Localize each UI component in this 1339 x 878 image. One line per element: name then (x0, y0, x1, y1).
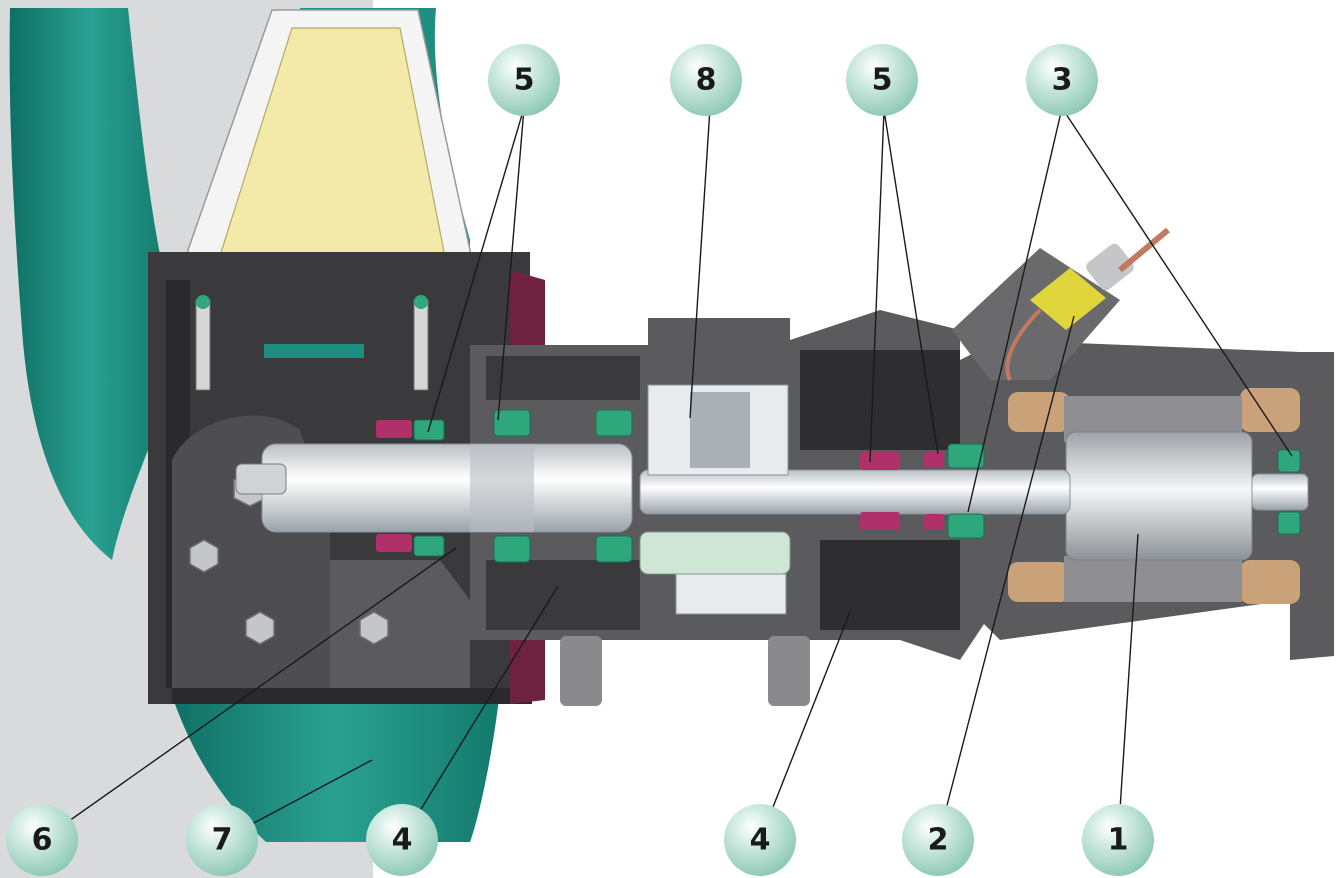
callout-6: 6 (6, 804, 78, 876)
callout-label: 5 (514, 63, 535, 98)
callout-5-top-left: 5 (488, 44, 560, 116)
callout-4-left: 4 (366, 804, 438, 876)
callout-label: 6 (32, 823, 53, 858)
callout-4-right: 4 (724, 804, 796, 876)
callout-label: 4 (750, 823, 771, 858)
sensor-unit (952, 227, 1170, 381)
mount-bolts (195, 295, 429, 391)
callout-3: 3 (1026, 44, 1098, 116)
callout-label: 2 (928, 823, 949, 858)
gear-train (639, 384, 791, 615)
callout-label: 1 (1108, 823, 1129, 858)
callout-2: 2 (902, 804, 974, 876)
drive-shaft (235, 443, 1309, 533)
bearings (413, 409, 1301, 563)
callout-5-top-right: 5 (846, 44, 918, 116)
callout-8: 8 (670, 44, 742, 116)
callout-label: 5 (872, 63, 893, 98)
callout-label: 7 (212, 823, 233, 858)
motor-rotor (1065, 431, 1253, 561)
callout-7: 7 (186, 804, 258, 876)
callout-label: 4 (392, 823, 413, 858)
shaft-seals (376, 420, 944, 552)
callout-label: 8 (696, 63, 717, 98)
callout-label: 3 (1052, 63, 1073, 98)
callout-1: 1 (1082, 804, 1154, 876)
leader-lines (41, 107, 1293, 841)
